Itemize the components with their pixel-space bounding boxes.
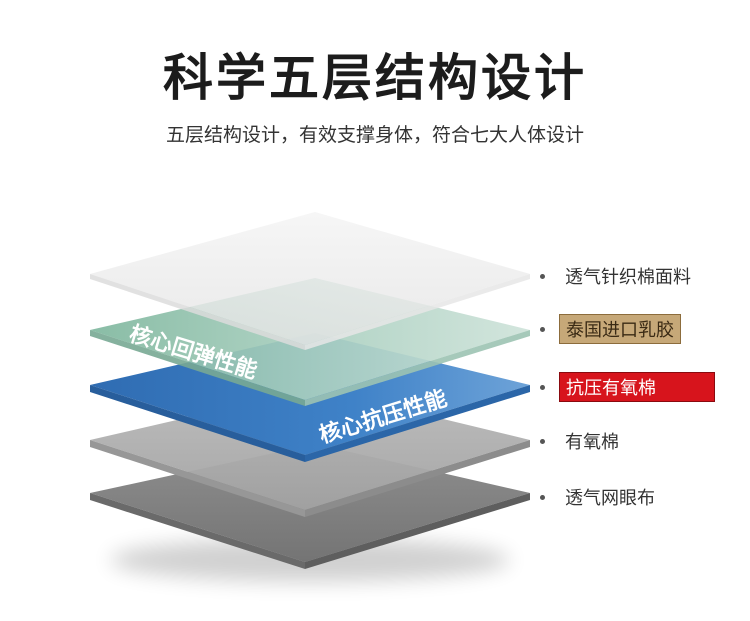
label-text: 抗压有氧棉 (559, 372, 715, 402)
label-knit-fabric: 透气针织棉面料 (540, 262, 697, 290)
bullet-icon (540, 494, 545, 500)
bullet-icon (540, 273, 545, 279)
label-latex: 泰国进口乳胶 (540, 314, 681, 344)
label-text: 有氧棉 (565, 432, 619, 453)
bullet-icon (540, 326, 545, 332)
label-text: 透气网眼布 (565, 488, 655, 509)
label-text: 泰国进口乳胶 (559, 314, 681, 344)
bullet-icon (540, 438, 545, 444)
label-text: 透气针织棉面料 (565, 267, 691, 288)
page-subtitle: 五层结构设计，有效支撑身体，符合七大人体设计 (165, 124, 584, 146)
page-title: 科学五层结构设计 (163, 49, 587, 107)
layer-knit-fabric (90, 212, 530, 350)
label-pressure-foam: 抗压有氧棉 (540, 372, 715, 402)
label-aerobic-cotton: 有氧棉 (540, 427, 625, 455)
label-mesh-fabric: 透气网眼布 (540, 483, 661, 511)
bullet-icon (540, 384, 545, 390)
